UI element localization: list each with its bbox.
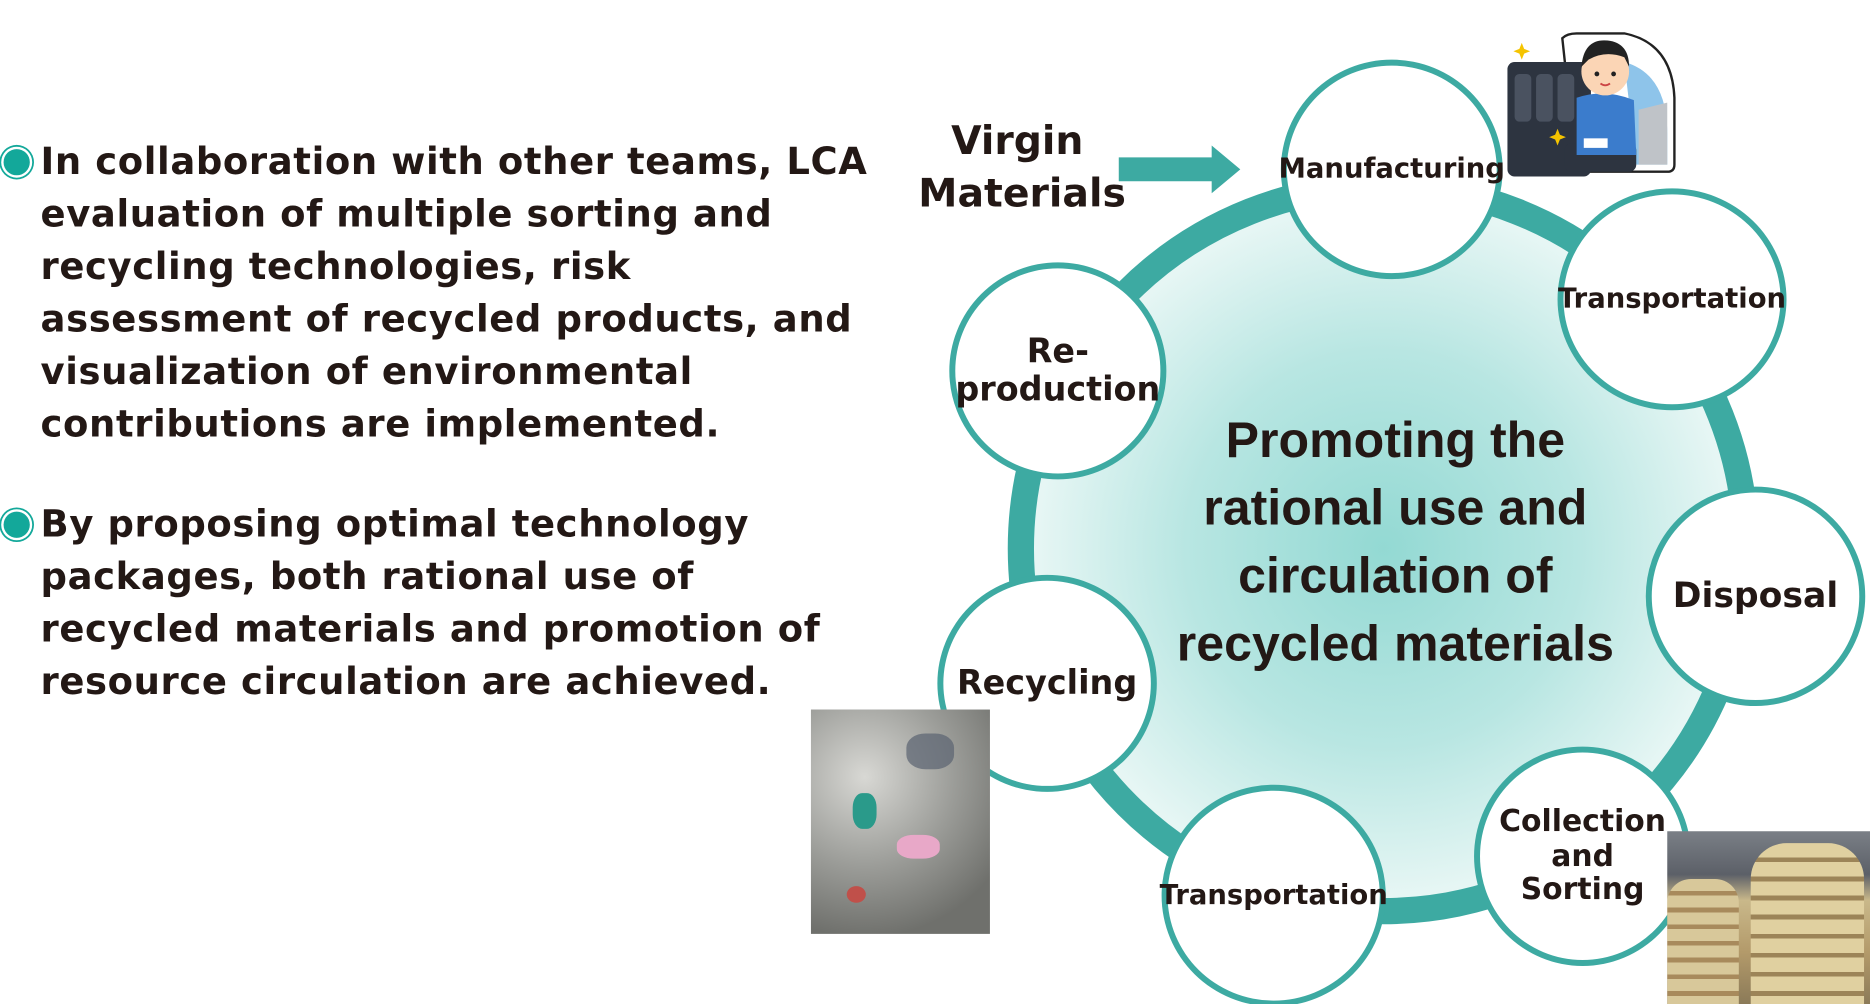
text-line: recycling technologies, risk (40, 245, 631, 289)
label-line: Virgin (951, 116, 1084, 164)
text-line: By proposing optimal technology (40, 503, 750, 547)
sorted-bales-photo (1667, 831, 1870, 1004)
node-label: Recycling (956, 662, 1138, 703)
node-label: Transportation (1159, 879, 1388, 911)
node-recycling: Recycling (937, 574, 1157, 792)
plastic-waste-photo (810, 709, 990, 934)
text-line: contributions are implemented. (40, 403, 721, 447)
bullet-dot-icon (3, 149, 30, 176)
text-line: packages, both rational use of (40, 555, 694, 599)
virgin-materials-label: Virgin Materials (918, 114, 1126, 219)
node-manufacturing: Manufacturing (1278, 59, 1505, 280)
node-label: Manufacturing (1278, 153, 1505, 185)
node-label: production (955, 369, 1161, 410)
node-disposal: Disposal (1645, 486, 1866, 707)
text-line: recycled materials and promotion of (40, 608, 821, 652)
node-label: Collection (1499, 803, 1667, 839)
text-line: visualization of environmental (40, 350, 693, 394)
text-line: evaluation of multiple sorting and (40, 193, 773, 237)
node-label: Transportation (1557, 283, 1787, 315)
center-line: rational use and (1203, 479, 1588, 536)
center-line: recycled materials (1176, 615, 1614, 672)
text-line: In collaboration with other teams, LCA (40, 140, 868, 184)
bullet-paragraph-1: In collaboration with other teams, LCA e… (0, 136, 867, 451)
node-label: Disposal (1672, 575, 1839, 616)
text-line: resource circulation are achieved. (40, 660, 772, 704)
node-label: Sorting (1520, 872, 1645, 907)
label-line: Materials (918, 169, 1126, 216)
node-label: and (1551, 837, 1614, 873)
center-title: Promoting the rational use and circulati… (1169, 405, 1622, 677)
bullet-paragraph-2: By proposing optimal technology packages… (0, 499, 820, 709)
center-line: circulation of (1238, 547, 1553, 604)
node-transportation: Transportation (1557, 188, 1787, 411)
center-line: Promoting the (1225, 411, 1566, 468)
node-reproduction: Re-production (949, 262, 1167, 480)
text-line: assessment of recycled products, and (40, 298, 853, 342)
node-label: Re- (1026, 331, 1089, 371)
node-transportation-2: Transportation (1159, 784, 1388, 1004)
worker-illustration (1507, 32, 1676, 177)
bullet-dot-icon (3, 511, 30, 538)
arrow-right-icon (1118, 145, 1241, 194)
